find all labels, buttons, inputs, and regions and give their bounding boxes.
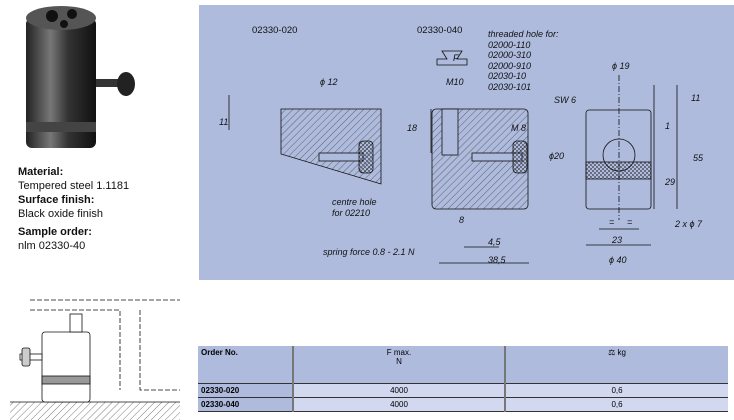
threaded-hole-note: threaded hole for: 02000-110 02000-310 0… (488, 29, 559, 92)
dim-d19: ϕ 19 (612, 61, 630, 71)
dim-18: 18 (407, 123, 418, 133)
finish-value: Black oxide finish (18, 208, 103, 220)
dim-eq2: = (627, 217, 633, 227)
order-number: 02330-020 (198, 383, 294, 398)
dim-8: 8 (459, 215, 465, 225)
dim-55: 55 (693, 153, 704, 163)
dim-d20: ϕ20 (549, 151, 565, 161)
material-value: Tempered steel 1.1181 (18, 180, 130, 192)
title-02330-040: 02330-040 (417, 25, 463, 36)
dim-38-5: 38,5 (488, 255, 506, 265)
header-order: Order No. (198, 346, 294, 384)
dim-eq1: = (609, 217, 615, 227)
fmax-value: 4000 (293, 397, 506, 412)
dim-4-5: 4,5 (488, 237, 501, 247)
sample-order-value: nlm 02330-40 (18, 240, 86, 252)
order-table: Order No. F max.N ⚖ kg 02330-020 4000 0,… (198, 346, 728, 412)
dim-m8: M 8 (511, 123, 527, 133)
sample-order-label: Sample order: (18, 226, 92, 238)
dim-11b: 11 (691, 93, 701, 103)
order-number: 02330-040 (198, 397, 294, 412)
weight-value: 0,6 (505, 383, 728, 398)
material-label: Material: (18, 166, 64, 178)
dim-m10: M10 (446, 77, 464, 87)
table-row: 02330-020 4000 0,6 (198, 383, 728, 398)
table-row: 02330-040 4000 0,6 (198, 397, 728, 412)
fmax-value: 4000 (293, 383, 506, 398)
product-photo (26, 6, 135, 148)
dim-holes: 2 x ϕ 7 (675, 219, 703, 229)
dim-11: 11 (219, 117, 229, 127)
dim-d12: ϕ 12 (320, 77, 338, 87)
dim-sw6: SW 6 (554, 95, 577, 105)
title-02330-020: 02330-020 (252, 25, 298, 36)
finish-label: Surface finish: (18, 194, 95, 206)
weight-value: 0,6 (505, 397, 728, 412)
table-header-row: Order No. F max.N ⚖ kg (198, 346, 728, 384)
weight-icon: ⚖ (608, 348, 618, 357)
dim-d40: ϕ 40 (609, 255, 627, 265)
technical-drawing: 02330-020 02330-040 threaded hole for: 0… (199, 5, 734, 280)
dim-1: 1 (665, 121, 671, 131)
header-fmax: F max.N (293, 346, 506, 384)
dim-23: 23 (612, 235, 623, 245)
dim-29: 29 (665, 177, 676, 187)
header-weight: ⚖ kg (505, 346, 728, 384)
force-label: F (453, 53, 459, 63)
application-drawing (10, 299, 180, 420)
spring-force-note: spring force 0.8 - 2.1 N (323, 247, 415, 257)
